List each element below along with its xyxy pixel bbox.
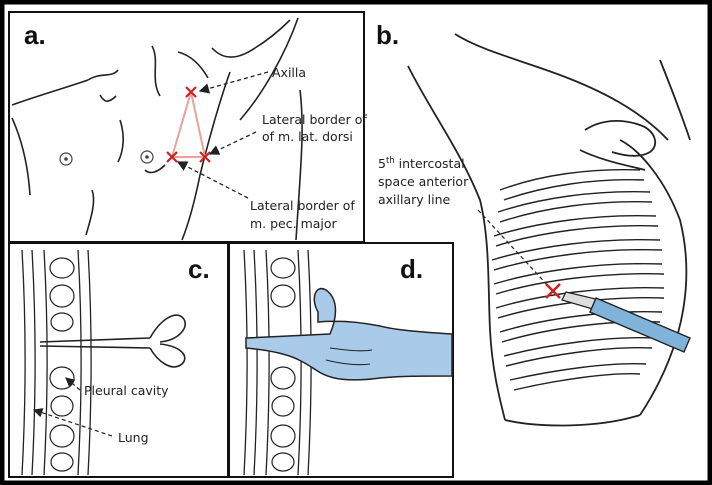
panel-c-letter: c.: [188, 254, 210, 284]
label-latdorsi-line1: Lateral border of: [262, 112, 367, 127]
label-b-line1: 5th intercostal: [378, 156, 465, 171]
ribs: [492, 170, 664, 390]
panel-c: c. Pleural cavity Lun: [9, 243, 228, 477]
panel-a-letter: a.: [24, 20, 46, 50]
panel-d: d.: [229, 243, 453, 477]
label-pec-line2: m. pec. major: [250, 216, 338, 231]
label-lung: Lung: [118, 430, 149, 445]
label-pec-line1: Lateral border of: [250, 198, 355, 213]
nipple-left: [60, 153, 72, 165]
nipple-right: [141, 151, 153, 163]
panel-d-letter: d.: [400, 254, 423, 284]
panel-a: a.: [9, 12, 367, 242]
label-latdorsi-line2: of m. lat. dorsi: [262, 129, 353, 144]
label-pleural-cavity: Pleural cavity: [84, 383, 169, 398]
scalpel: [562, 292, 690, 352]
marker-insertion: [546, 284, 560, 298]
label-b-line3: axillary line: [378, 192, 451, 207]
label-b-line2: space anterior: [378, 174, 469, 189]
label-axilla: Axilla: [272, 65, 306, 80]
panel-b-letter: b.: [376, 20, 399, 50]
